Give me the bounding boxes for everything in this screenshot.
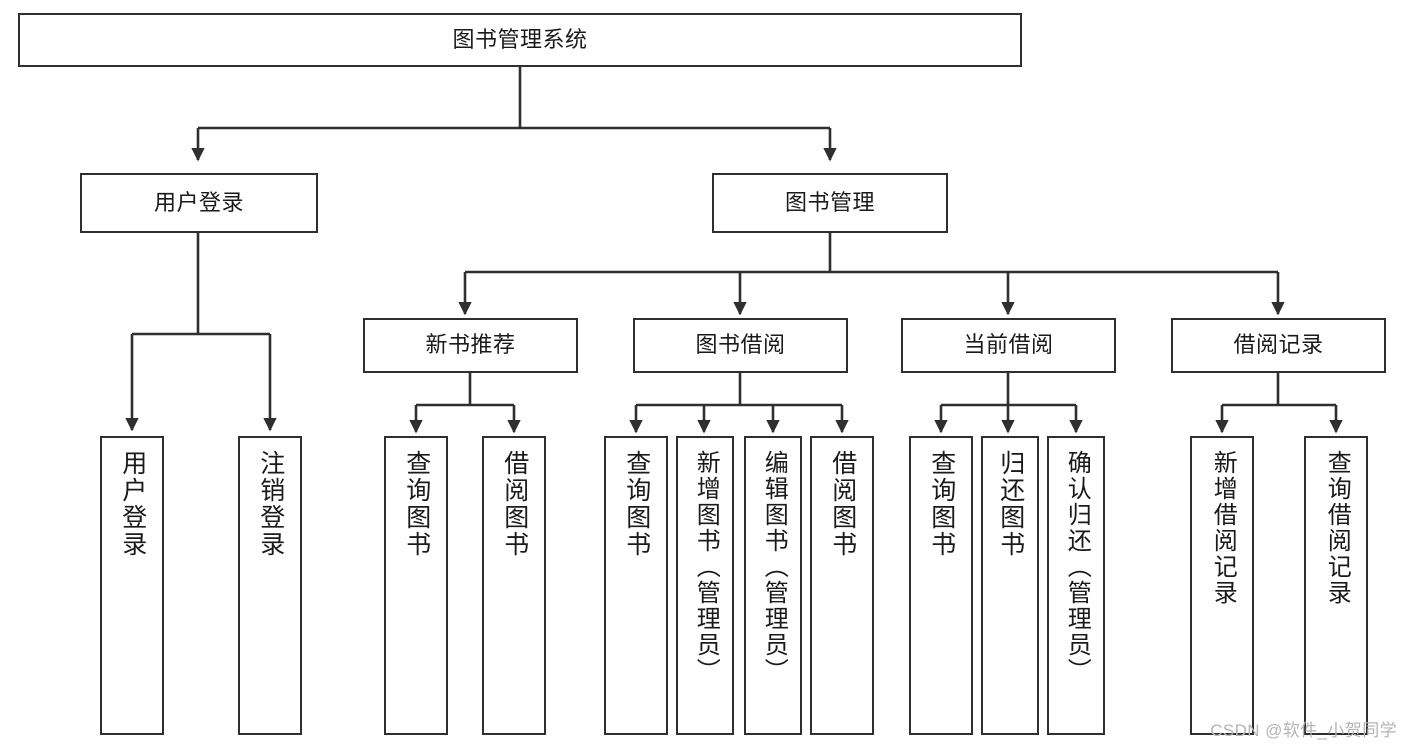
leaf-user-login-logout[interactable]: 注销登录 [238,436,302,735]
leaf-new-book-query-book[interactable]: 查询图书 [384,436,448,735]
node-label: 用户登录 [118,450,147,558]
node-label: 注销登录 [256,450,285,558]
node-root-book-management-system[interactable]: 图书管理系统 [18,13,1022,67]
node-label: 查询借阅记录 [1323,450,1351,606]
leaf-book-borrow-borrow-book[interactable]: 借阅图书 [810,436,874,735]
node-book-borrow[interactable]: 图书借阅 [633,318,848,373]
node-label: 归还图书 [996,450,1025,558]
leaf-borrow-record-query-record[interactable]: 查询借阅记录 [1304,436,1368,735]
node-label: 借阅记录 [1233,332,1324,358]
node-label: 借阅图书 [500,450,529,558]
node-label: 新增图书（管理员） [692,450,720,684]
leaf-current-borrow-return-book[interactable]: 归还图书 [981,436,1039,735]
node-label: 用户登录 [153,189,244,215]
node-label: 查询图书 [622,450,651,558]
node-user-login[interactable]: 用户登录 [80,173,318,233]
leaf-book-borrow-query-book[interactable]: 查询图书 [604,436,668,735]
node-label: 查询图书 [402,450,431,558]
node-label: 当前借阅 [963,332,1054,358]
leaf-borrow-record-add-record[interactable]: 新增借阅记录 [1190,436,1254,735]
node-label: 查询图书 [927,450,956,558]
node-label: 新书推荐 [425,332,516,358]
node-label: 图书管理 [784,189,875,215]
leaf-book-borrow-edit-book-admin[interactable]: 编辑图书（管理员） [744,436,802,735]
leaf-current-borrow-confirm-return-admin[interactable]: 确认归还（管理员） [1047,436,1105,735]
leaf-new-book-borrow-book[interactable]: 借阅图书 [482,436,546,735]
node-book-management[interactable]: 图书管理 [712,173,948,233]
node-label: 图书管理系统 [452,26,588,52]
watermark-text: CSDN @软件_小贺同学 [1210,721,1397,740]
node-label: 确认归还（管理员） [1063,450,1091,684]
node-label: 借阅图书 [828,450,857,558]
leaf-book-borrow-add-book-admin[interactable]: 新增图书（管理员） [676,436,734,735]
node-label: 编辑图书（管理员） [760,450,788,684]
leaf-current-borrow-query-book[interactable]: 查询图书 [909,436,973,735]
leaf-user-login-login[interactable]: 用户登录 [100,436,164,735]
node-borrow-record[interactable]: 借阅记录 [1171,318,1386,373]
node-label: 图书借阅 [695,332,786,358]
node-label: 新增借阅记录 [1209,450,1237,606]
node-current-borrow[interactable]: 当前借阅 [901,318,1116,373]
node-new-book-recommend[interactable]: 新书推荐 [363,318,578,373]
